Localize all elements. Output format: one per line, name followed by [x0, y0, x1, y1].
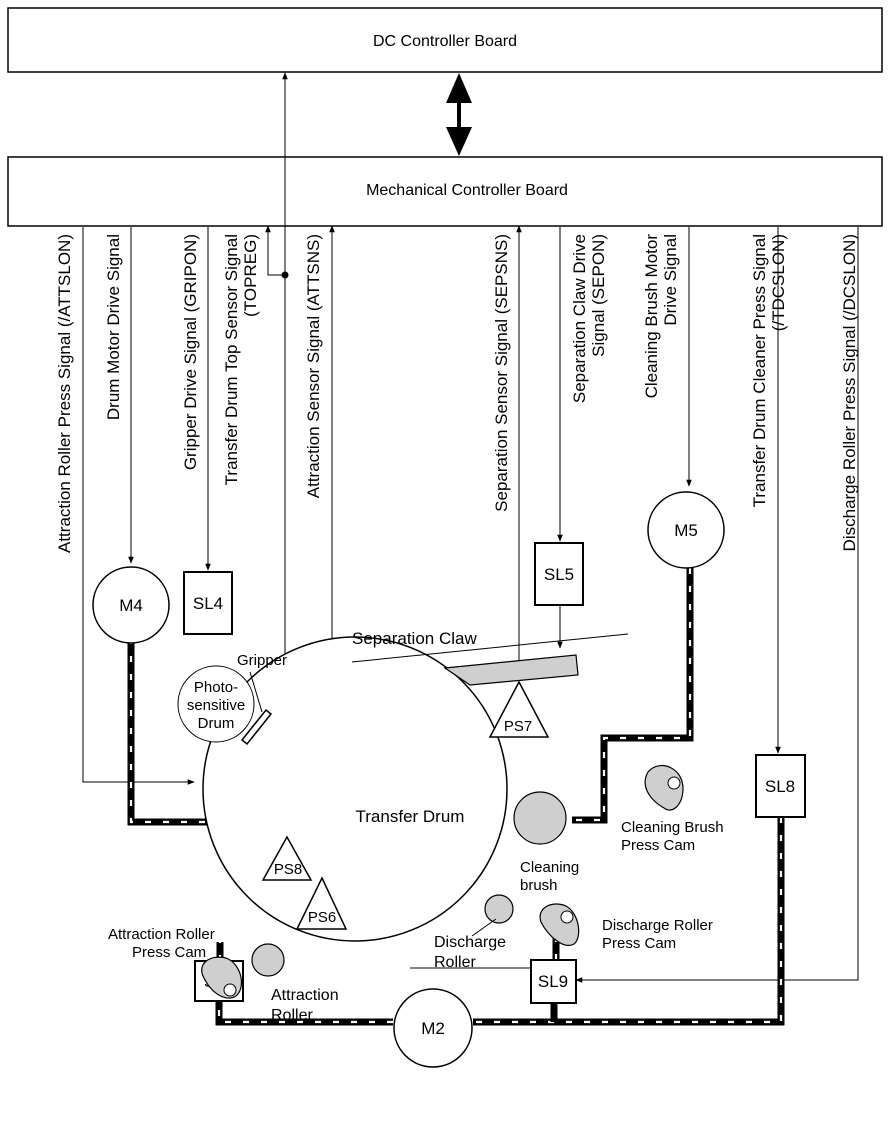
- sepsns-signal-label: Separation Sensor Signal (SEPSNS): [492, 234, 511, 512]
- topreg-signal-code: (TOPREG): [241, 234, 260, 317]
- tdcslon-signal-code: (/TDCSLON): [769, 234, 788, 331]
- solenoid-sl8: SL8: [755, 754, 806, 818]
- motor-m5: M5: [647, 491, 725, 569]
- motor-m4: M4: [92, 566, 170, 644]
- sl4-label: SL4: [193, 594, 223, 613]
- cleaning-brush-press-cam: Cleaning Brush Press Cam: [621, 764, 724, 854]
- photo-drum-label-2: sensitive: [187, 697, 245, 714]
- discharge-roller: Discharge Roller: [434, 894, 514, 971]
- cleaning-motor-signal-label: Cleaning Brush Motor: [642, 234, 661, 399]
- separation-claw: Separation Claw: [351, 629, 629, 686]
- sl9-label: SL9: [538, 972, 568, 991]
- attraction-roller-press-cam: Attraction Roller Press Cam: [108, 926, 243, 999]
- shaft-sl8-m2: [473, 817, 785, 1026]
- sensor-ps8: PS8: [261, 835, 313, 881]
- gripon-signal-label: Gripper Drive Signal (GRIPON): [181, 234, 200, 470]
- motor-m2: M2: [393, 988, 473, 1068]
- photo-drum-label-3: Drum: [198, 715, 235, 732]
- cleaning-cam-label-2: Press Cam: [621, 837, 695, 854]
- solenoid-sl5: SL5: [534, 542, 584, 606]
- discharge-cam-label-2: Press Cam: [602, 935, 676, 952]
- transfer-drum: Transfer Drum: [202, 636, 508, 942]
- solenoid-sl9: SL9: [530, 959, 577, 1004]
- cleaning-brush: Cleaning brush: [513, 791, 579, 894]
- discharge-roller-label-1: Discharge: [434, 934, 506, 951]
- solenoid-sl4: SL4: [183, 571, 233, 635]
- attraction-cam-label-1: Attraction Roller: [108, 926, 215, 943]
- photosensitive-drum: Photo- sensitive Drum: [177, 665, 255, 743]
- photo-drum-label-1: Photo-: [194, 679, 238, 696]
- sensor-ps7: PS7: [488, 680, 550, 738]
- drive-shafts: [127, 568, 785, 1026]
- sl8-label: SL8: [765, 777, 795, 796]
- discharge-roller-press-cam: Discharge Roller Press Cam: [539, 903, 713, 952]
- mechanical-controller-board: Mechanical Controller Board: [7, 156, 883, 227]
- attraction-roller: Attraction Roller: [251, 943, 339, 1024]
- sepon-signal-label: Separation Claw Drive: [570, 234, 589, 403]
- dcslon-signal-label: Discharge Roller Press Signal (/DCSLON): [840, 234, 859, 551]
- ps6-label: PS6: [308, 909, 336, 926]
- separation-claw-label: Separation Claw: [352, 629, 477, 648]
- cleaning-brush-label-2: brush: [520, 877, 558, 894]
- attraction-cam-label-2: Press Cam: [132, 944, 206, 961]
- shaft-m5-brush: [572, 568, 694, 824]
- transfer-drum-label: Transfer Drum: [356, 807, 465, 826]
- m4-label: M4: [119, 596, 143, 615]
- cleaning-motor-signal-label-2: Drive Signal: [661, 234, 680, 326]
- tdcslon-signal-label: Transfer Drum Cleaner Press Signal: [750, 234, 769, 507]
- discharge-roller-label-2: Roller: [434, 954, 476, 971]
- cleaning-brush-label-1: Cleaning: [520, 859, 579, 876]
- shaft-m4-drum: [127, 638, 215, 826]
- discharge-cam-label-1: Discharge Roller: [602, 917, 713, 934]
- ps8-label: PS8: [274, 861, 302, 878]
- sensor-ps6: PS6: [295, 876, 348, 930]
- gripper: Gripper: [237, 652, 287, 746]
- drum-motor-signal-label: Drum Motor Drive Signal: [104, 234, 123, 420]
- m2-label: M2: [421, 1019, 445, 1038]
- sepon-signal-code: Signal (SEPON): [589, 234, 608, 357]
- attraction-roller-label-1: Attraction: [271, 987, 339, 1004]
- signal-labels: Attraction Roller Press Signal (/ATTSLON…: [55, 234, 859, 553]
- dc-controller-board: DC Controller Board: [7, 7, 883, 73]
- ps7-label: PS7: [504, 718, 532, 735]
- topreg-signal-label: Transfer Drum Top Sensor Signal: [222, 234, 241, 485]
- dc-controller-label: DC Controller Board: [373, 33, 517, 50]
- sl5-label: SL5: [544, 565, 574, 584]
- board-bus-arrow: [446, 73, 472, 156]
- attsns-signal-label: Attraction Sensor Signal (ATTSNS): [304, 234, 323, 498]
- mechanical-controller-label: Mechanical Controller Board: [366, 182, 568, 199]
- attslon-signal-label: Attraction Roller Press Signal (/ATTSLON…: [55, 234, 74, 553]
- m5-label: M5: [674, 521, 698, 540]
- gripper-label: Gripper: [237, 652, 287, 669]
- attraction-roller-label-2: Roller: [271, 1007, 313, 1024]
- shaft-m2-sl6: [215, 1001, 393, 1026]
- cleaning-cam-label-1: Cleaning Brush: [621, 819, 724, 836]
